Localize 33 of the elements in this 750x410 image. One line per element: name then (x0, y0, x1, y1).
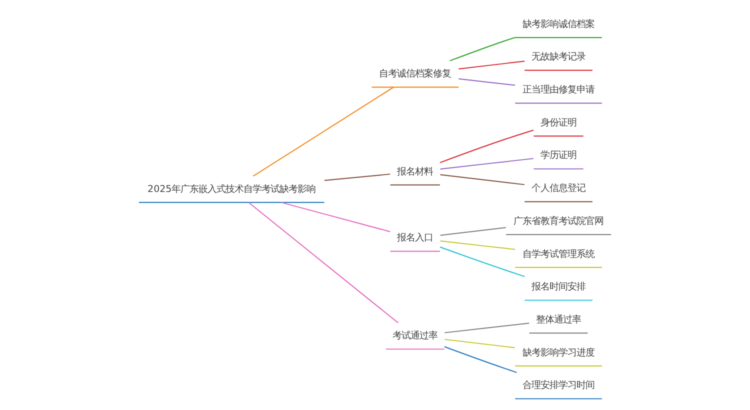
connector (440, 227, 506, 236)
node-text: 正当理由修复申请 (522, 84, 595, 96)
node-text: 广东省教育考试院官网 (514, 216, 604, 227)
connector (444, 346, 517, 373)
node-text: 自学考试管理系统 (522, 248, 595, 260)
connector (440, 174, 524, 186)
node-text: 报名时间安排 (532, 282, 586, 293)
node-text: 2025年广东嵌入式技术自学考试缺考影响 (148, 184, 316, 195)
node-text: 报名入口 (397, 232, 434, 244)
node-text: 个人信息登记 (532, 183, 586, 194)
connector (440, 158, 534, 170)
connector (281, 202, 390, 232)
node-text: 考试通过率 (392, 330, 438, 342)
node-text: 整体通过率 (536, 314, 582, 326)
node-text: 学历证明 (540, 150, 577, 162)
connector (440, 240, 516, 250)
connector (252, 86, 394, 177)
node-text: 报名材料 (397, 166, 434, 178)
connector (458, 60, 525, 70)
connector (324, 174, 390, 181)
node-text: 身份证明 (540, 117, 577, 128)
connector (440, 130, 534, 164)
connector (444, 338, 515, 348)
node-text: 自考诚信档案修复 (379, 68, 452, 80)
connector (450, 36, 516, 62)
node-text: 无故缺考记录 (532, 52, 586, 63)
node-text: 合理安排学习时间 (522, 380, 595, 392)
node-text: 缺考影响学习进度 (522, 347, 595, 358)
connector (458, 78, 516, 86)
node-text: 缺考影响诚信档案 (522, 18, 595, 30)
connector (444, 322, 530, 334)
connector (248, 202, 398, 324)
connector (440, 246, 525, 278)
